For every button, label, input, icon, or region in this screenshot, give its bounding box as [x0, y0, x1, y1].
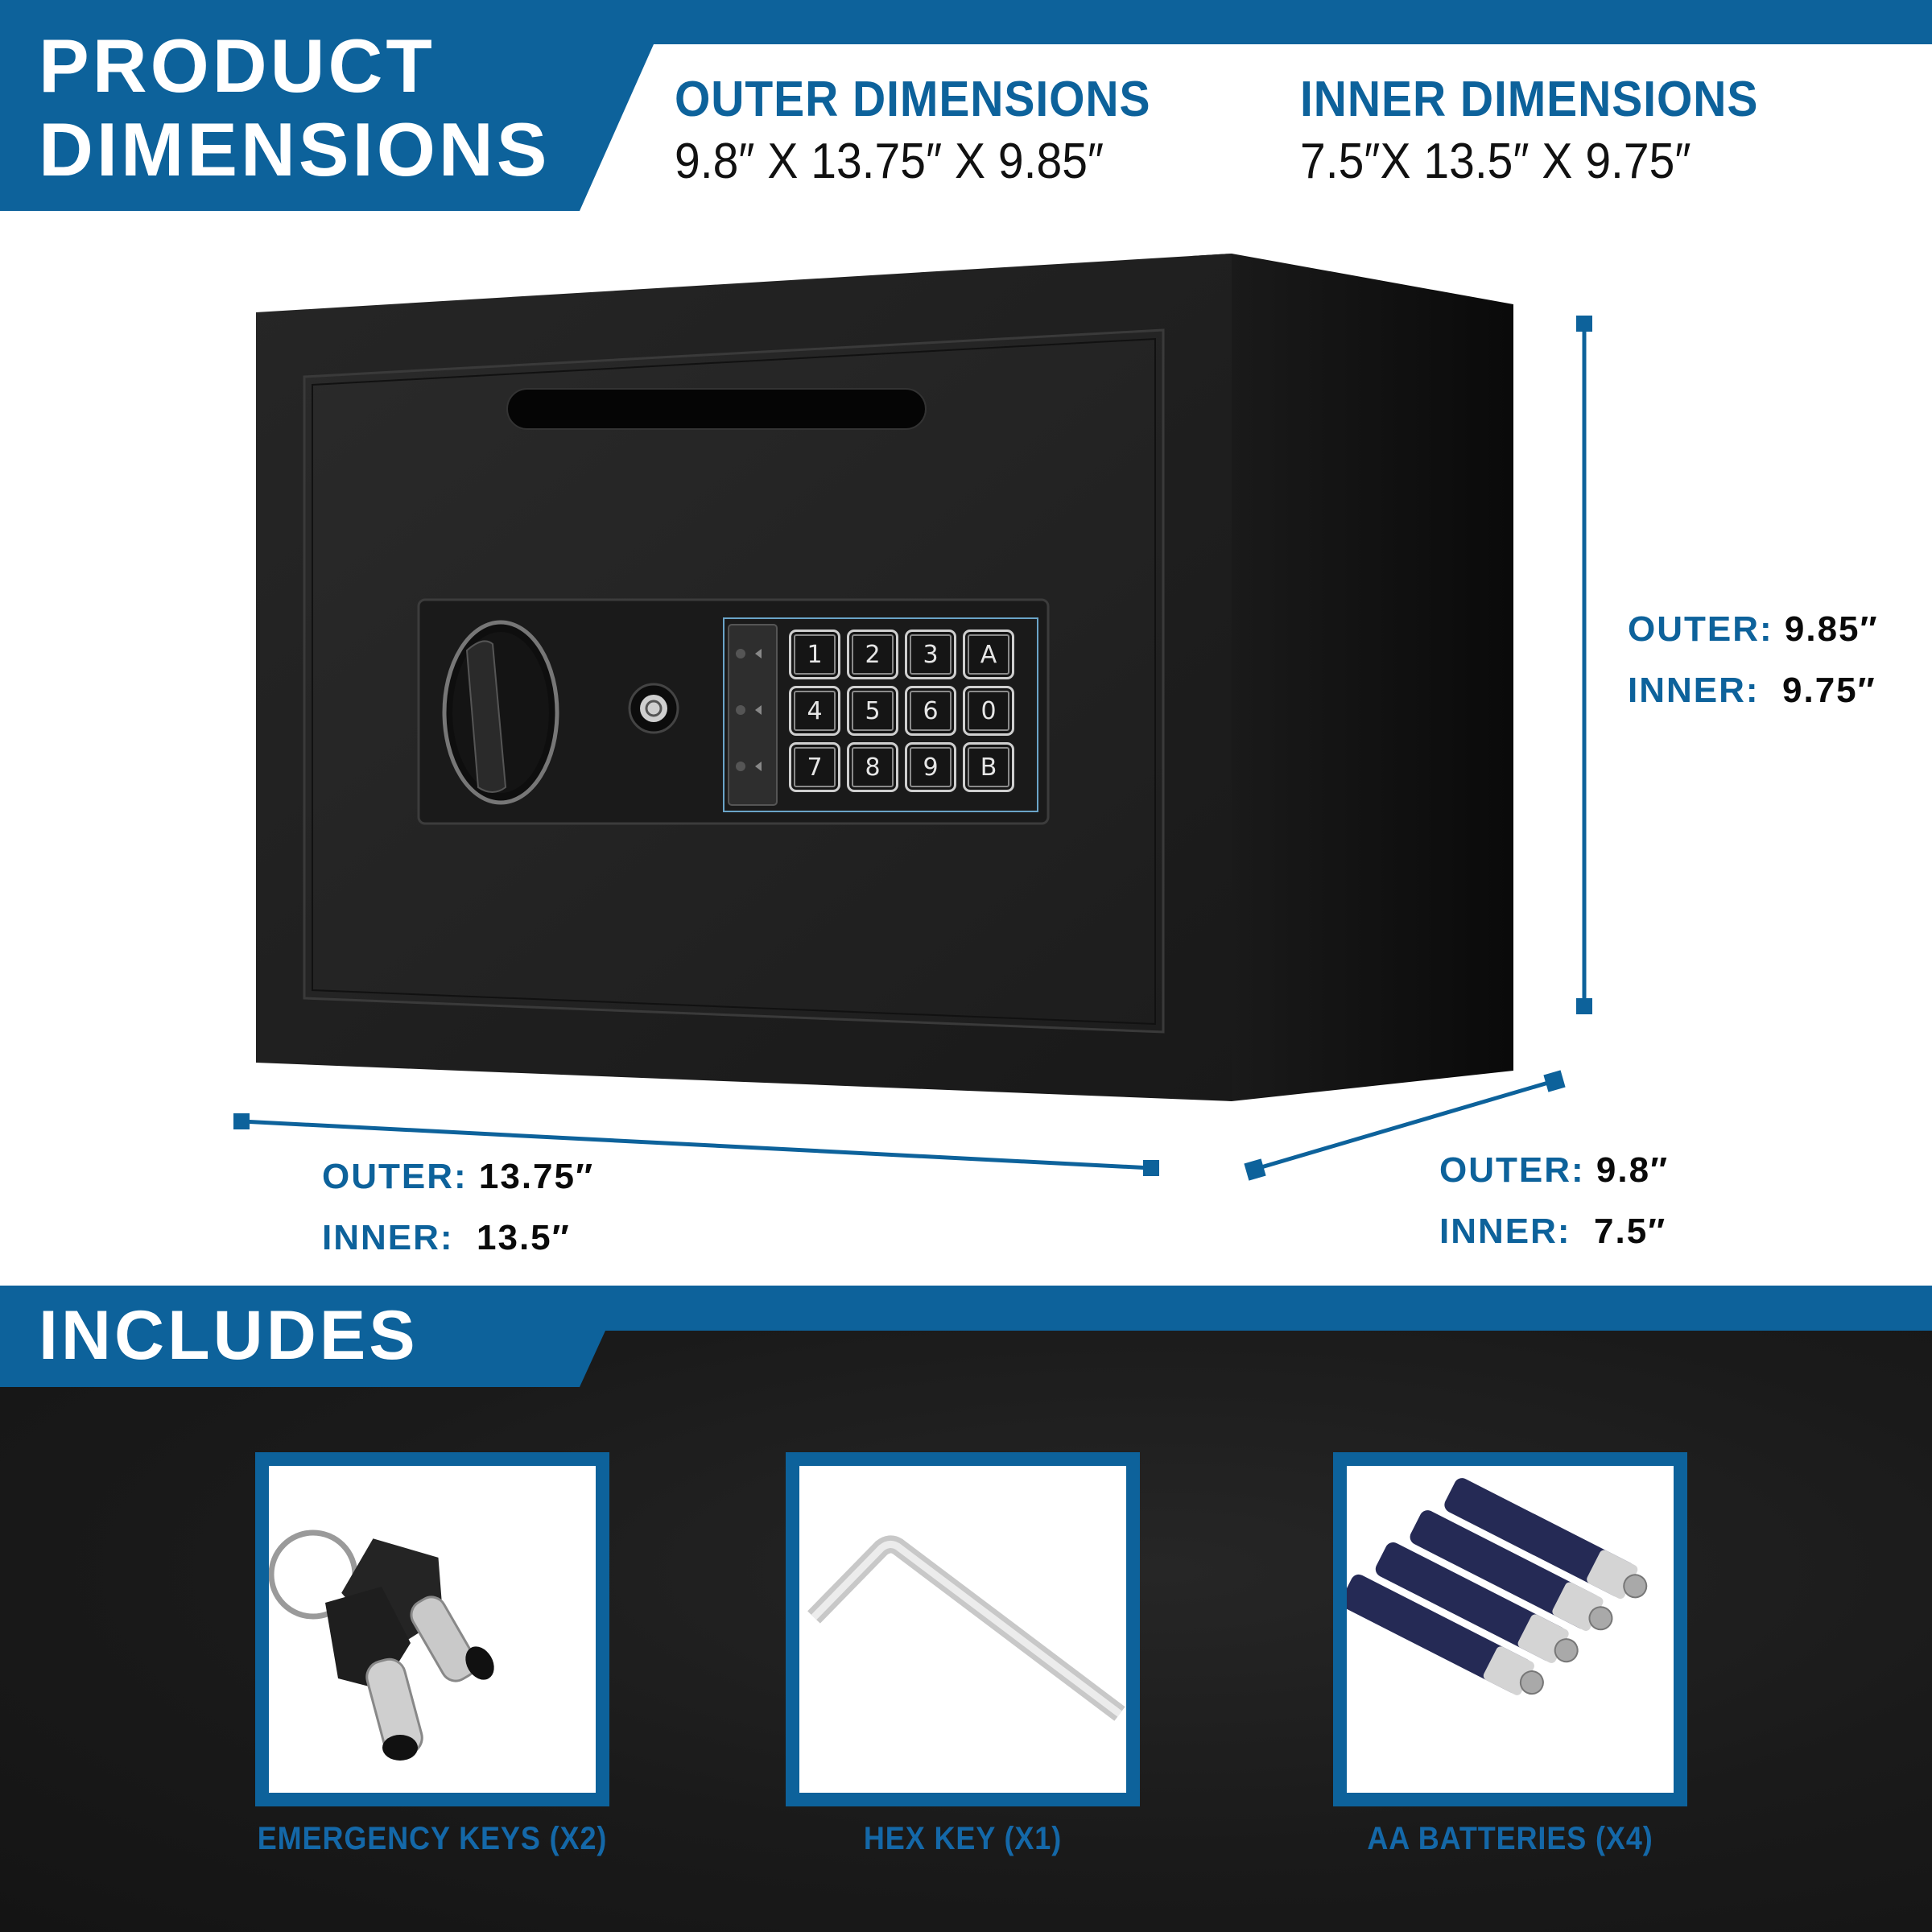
depth-outer-label: OUTER: [1439, 1150, 1585, 1190]
height-inner-label: INNER: [1628, 671, 1760, 710]
keypad-key[interactable]: 7 [789, 742, 840, 792]
inner-dimensions-value: 7.5″X 13.5″ X 9.75″ [1300, 134, 1691, 189]
depth-outer-value: 9.8″ [1596, 1150, 1670, 1190]
aa-batteries-card [1333, 1452, 1687, 1806]
width-dimension-line [241, 1119, 1152, 1170]
keypad-key[interactable]: 9 [905, 742, 956, 792]
width-outer-value: 13.75″ [478, 1157, 595, 1196]
keypad-key[interactable]: 2 [847, 630, 898, 679]
height-measurement: OUTER: 9.85″ INNER: 9.75″ [1628, 599, 1879, 721]
inner-dimensions-heading: INNER DIMENSIONS [1300, 72, 1759, 127]
depth-dimension-line [1255, 1079, 1554, 1171]
height-outer-value: 9.85″ [1784, 609, 1879, 649]
hex-key-caption: HEX KEY (X1) [863, 1821, 1063, 1856]
keypad-key[interactable]: 6 [905, 686, 956, 736]
hex-key-icon [807, 1535, 1125, 1721]
batteries-icon [1347, 1478, 1648, 1695]
header-banner [0, 0, 1932, 211]
depth-inner-value: 7.5″ [1594, 1212, 1667, 1251]
emergency-keys-card [255, 1452, 609, 1806]
width-measurement: OUTER: 13.75″ INNER: 13.5″ [322, 1146, 594, 1269]
width-inner-label: INNER: [322, 1218, 454, 1257]
keypad: 1 2 3 A 4 5 6 0 7 8 9 B [789, 630, 1034, 800]
emergency-keys-caption: EMERGENCY KEYS (X2) [257, 1821, 608, 1856]
keypad-key[interactable]: 1 [789, 630, 840, 679]
width-inner-value: 13.5″ [477, 1218, 571, 1257]
keypad-key[interactable]: 0 [963, 686, 1014, 736]
dimension-lines [233, 316, 1592, 1181]
depth-inner-label: INNER: [1439, 1212, 1571, 1251]
height-inner-value: 9.75″ [1782, 671, 1876, 710]
page-title: PRODUCT DIMENSIONS [39, 23, 551, 192]
keypad-key[interactable]: A [963, 630, 1014, 679]
keypad-key[interactable]: B [963, 742, 1014, 792]
outer-dimensions-heading: OUTER DIMENSIONS [675, 72, 1151, 127]
outer-dimensions-value: 9.8″ X 13.75″ X 9.85″ [675, 134, 1104, 189]
includes-title: INCLUDES [39, 1297, 419, 1374]
keypad-key[interactable]: 8 [847, 742, 898, 792]
includes-banner [0, 1286, 1932, 1387]
aa-batteries-caption: AA BATTERIES (X4) [1367, 1821, 1653, 1856]
keypad-key[interactable]: 5 [847, 686, 898, 736]
hex-key-card [786, 1452, 1140, 1806]
deposit-slot [506, 388, 927, 430]
keypad-key[interactable]: 3 [905, 630, 956, 679]
outer-dimensions-block: OUTER DIMENSIONS 9.8″ X 13.75″ X 9.85″ [675, 71, 1192, 190]
width-outer-label: OUTER: [322, 1157, 468, 1196]
depth-measurement: OUTER: 9.8″ INNER: 7.5″ [1439, 1140, 1669, 1262]
inner-dimensions-block: INNER DIMENSIONS 7.5″X 13.5″ X 9.75″ [1300, 71, 1798, 190]
height-outer-label: OUTER: [1628, 609, 1773, 649]
keypad-key[interactable]: 4 [789, 686, 840, 736]
keys-icon [269, 1530, 494, 1761]
